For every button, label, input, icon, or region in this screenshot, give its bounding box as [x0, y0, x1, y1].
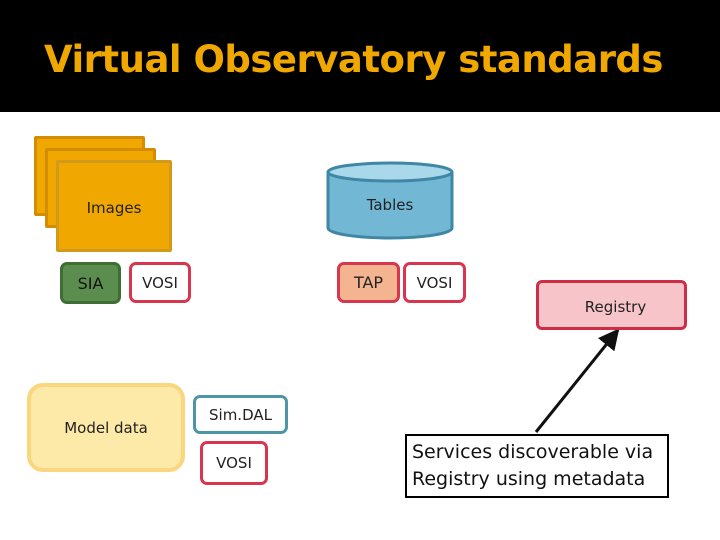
simdal-box: Sim.DAL: [193, 395, 288, 434]
title-banner: Virtual Observatory standards: [0, 0, 720, 112]
caption-line-2: Registry using metadata: [412, 468, 646, 490]
images-label: Images: [86, 199, 142, 217]
vosi-model-box: VOSI: [200, 441, 268, 485]
model-data-box: Model data: [27, 383, 185, 472]
vosi-tables-box: VOSI: [403, 262, 466, 303]
image-card-front: Images: [56, 160, 172, 252]
tables-cylinder-icon: [326, 161, 454, 240]
sia-box: SIA: [60, 262, 121, 304]
caption-box: Services discoverable via Registry using…: [405, 434, 669, 498]
vosi-images-box: VOSI: [129, 262, 191, 303]
tap-box: TAP: [337, 262, 400, 303]
caption-line-1: Services discoverable via: [412, 441, 654, 463]
slide-title: Virtual Observatory standards: [44, 38, 663, 81]
registry-arrow: [534, 328, 620, 433]
tables-label: Tables: [366, 196, 414, 214]
registry-box: Registry: [536, 280, 687, 330]
